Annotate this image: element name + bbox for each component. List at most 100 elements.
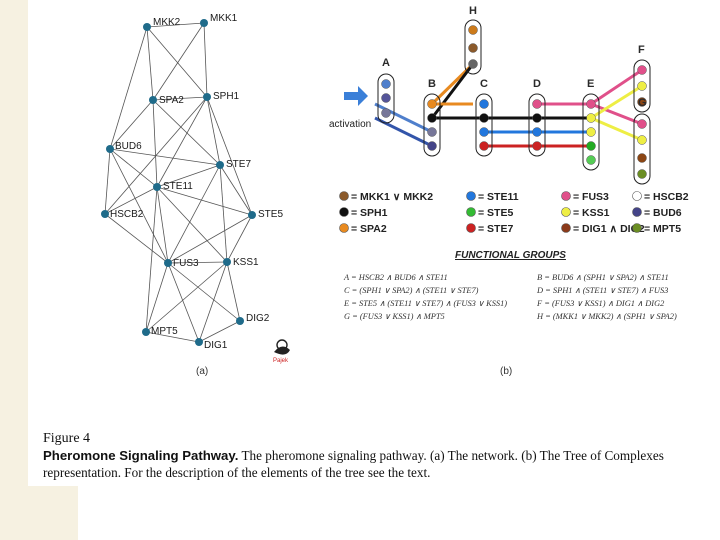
formula: F = (FUS3 ∨ KSS1) ∧ DIG1 ∧ DIG2 bbox=[536, 299, 664, 308]
network-edge bbox=[167, 262, 200, 343]
slide-decoration-left bbox=[0, 0, 28, 540]
network-node-label: KSS1 bbox=[233, 257, 259, 268]
network-edge bbox=[145, 261, 228, 333]
network-edge bbox=[156, 96, 208, 188]
complex-member-dot bbox=[637, 65, 647, 75]
network-edge bbox=[206, 96, 253, 216]
complex-g bbox=[633, 113, 651, 185]
network-edge bbox=[206, 96, 221, 166]
legend-swatch bbox=[632, 207, 642, 217]
legend-swatch bbox=[561, 191, 571, 201]
complex-member-dot bbox=[637, 135, 647, 145]
network-edge bbox=[156, 186, 228, 263]
caption-text: The pheromone signaling pathway. (a) The… bbox=[43, 448, 664, 480]
complex-member-dot bbox=[586, 99, 596, 109]
network-edge bbox=[167, 214, 253, 264]
network-edge bbox=[219, 164, 253, 216]
network-edge bbox=[104, 186, 158, 215]
legend-item: = SPA2 bbox=[351, 223, 387, 235]
legend-item: = STE7 bbox=[478, 223, 513, 235]
legend-item: = MKK1 ∨ MKK2 bbox=[351, 191, 433, 203]
formula: A = HSCB2 ∧ BUD6 ∧ STE11 bbox=[343, 273, 448, 282]
legend-swatch bbox=[339, 223, 349, 233]
network-node-label: MPT5 bbox=[151, 326, 178, 337]
complex-member-dot bbox=[637, 119, 647, 129]
complex-member-dot bbox=[637, 153, 647, 163]
complex-member-dot bbox=[637, 81, 647, 91]
network-node-mkk1 bbox=[200, 19, 208, 27]
network-node-kss1 bbox=[223, 258, 231, 266]
legend-swatch bbox=[632, 191, 642, 201]
tree-edges bbox=[374, 62, 643, 148]
network-edge bbox=[109, 148, 221, 166]
network-edge bbox=[152, 22, 205, 101]
network-edge bbox=[156, 186, 169, 264]
caption-title: Pheromone Signaling Pathway. bbox=[43, 448, 239, 463]
network-edge bbox=[104, 213, 169, 264]
legend-item: = SPH1 bbox=[351, 207, 388, 219]
network-edge bbox=[167, 261, 228, 264]
network-node-label: STE7 bbox=[226, 159, 251, 170]
network-node-bud6 bbox=[106, 145, 114, 153]
activation-arrow bbox=[344, 86, 368, 106]
network-edge bbox=[152, 99, 221, 166]
complex-member-dot bbox=[532, 127, 542, 137]
network-node-spa2 bbox=[149, 96, 157, 104]
legend-swatch bbox=[632, 223, 642, 233]
network-edge bbox=[145, 331, 200, 343]
formula: D = SPH1 ∧ (STE11 ∨ STE7) ∧ FUS3 bbox=[536, 286, 668, 295]
network-edge bbox=[109, 26, 148, 150]
complex-member-dot bbox=[532, 113, 542, 123]
tree-edge bbox=[374, 102, 433, 134]
network-node-label: SPA2 bbox=[159, 95, 184, 106]
complex-letter: A bbox=[382, 57, 390, 69]
legend-swatch bbox=[339, 191, 349, 201]
network-edge bbox=[156, 164, 221, 188]
network-node-dig2 bbox=[236, 317, 244, 325]
complex-member-dot bbox=[586, 141, 596, 151]
complex-member-dot bbox=[532, 141, 542, 151]
legend-item: = MPT5 bbox=[644, 223, 681, 235]
network-edge bbox=[109, 148, 158, 188]
network-node-label: DIG1 bbox=[204, 340, 228, 351]
network-node-label: STE11 bbox=[163, 181, 193, 192]
complex-member-dot bbox=[532, 99, 542, 109]
legend: = MKK1 ∨ MKK2= STE11= FUS3= HSCB2= SPH1=… bbox=[339, 191, 689, 235]
legend-swatch bbox=[561, 223, 571, 233]
complex-member-dot bbox=[586, 155, 596, 165]
network-edge bbox=[146, 26, 208, 98]
complex-letter: C bbox=[480, 78, 488, 90]
network-node-ste5 bbox=[248, 211, 256, 219]
legend-swatch bbox=[466, 207, 476, 217]
tree-panel-label: (b) bbox=[500, 366, 512, 377]
network-node-label: MKK1 bbox=[210, 13, 238, 24]
complex-a bbox=[377, 73, 395, 124]
complex-member-dot bbox=[479, 99, 489, 109]
legend-item: = BUD6 bbox=[644, 207, 682, 219]
complex-member-dot bbox=[427, 141, 437, 151]
figure-caption: Figure 4 Pheromone Signaling Pathway. Th… bbox=[43, 430, 715, 481]
network-edge bbox=[226, 261, 241, 322]
activation-label: activation bbox=[329, 119, 371, 130]
network-edge bbox=[219, 164, 228, 263]
complex-letter: B bbox=[428, 78, 436, 90]
network-panel-label: (a) bbox=[196, 366, 208, 377]
network-edge bbox=[226, 214, 253, 263]
complex-member-dot bbox=[637, 97, 647, 107]
network-node-label: STE5 bbox=[258, 209, 283, 220]
legend-item: = STE11 bbox=[478, 191, 519, 203]
legend-swatch bbox=[339, 207, 349, 217]
network-node-label: MKK2 bbox=[153, 17, 181, 28]
pajek-logo: Pajek bbox=[273, 339, 290, 364]
network-edge bbox=[146, 22, 205, 28]
complex-member-dot bbox=[637, 169, 647, 179]
tree-edge bbox=[430, 63, 475, 119]
network-edge bbox=[198, 320, 241, 343]
network-node-ste11 bbox=[153, 183, 161, 191]
complex-letter: H bbox=[469, 5, 477, 17]
complex-member-dot bbox=[381, 93, 391, 103]
network-edge bbox=[104, 148, 111, 215]
legend-item: = KSS1 bbox=[573, 207, 610, 219]
complex-e bbox=[582, 93, 600, 171]
network-node-label: FUS3 bbox=[173, 258, 199, 269]
